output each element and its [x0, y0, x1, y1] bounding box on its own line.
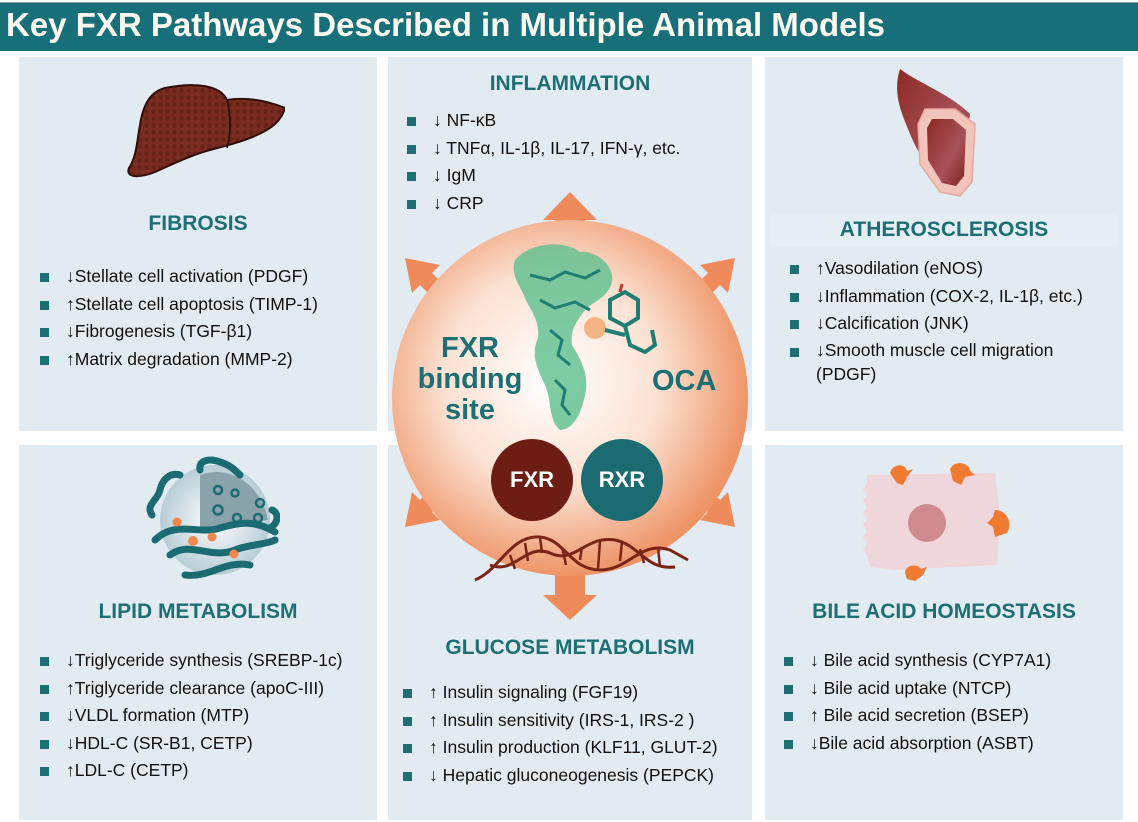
- list-item: ↓ Bile acid synthesis (CYP7A1): [784, 647, 1051, 675]
- inflammation-list: ↓ NF-κB ↓ TNFα, IL-1β, IL-17, IFN-γ, etc…: [407, 107, 680, 217]
- atherosclerosis-list: ↑Vasodilation (eNOS) ↓Inflammation (COX-…: [790, 255, 1115, 386]
- list-item: ↓Bile acid absorption (ASBT): [784, 730, 1051, 758]
- list-item: ↑ Bile acid secretion (BSEP): [784, 702, 1051, 730]
- title-bar: Key FXR Pathways Described in Multiple A…: [0, 2, 1138, 51]
- arrow-down-icon: [543, 575, 597, 620]
- protein-structure-icon: [513, 244, 658, 430]
- list-item: ↓Inflammation (COX-2, IL-1β, etc.): [790, 283, 1115, 311]
- list-item: ↓ Bile acid uptake (NTCP): [784, 675, 1051, 703]
- list-item: ↓Fibrogenesis (TGF-β1): [40, 318, 318, 346]
- list-item: ↑ Insulin sensitivity (IRS-1, IRS-2 ): [403, 707, 718, 735]
- inflammation-heading: INFLAMMATION: [489, 72, 651, 95]
- atherosclerosis-heading: ATHEROSCLEROSIS: [839, 218, 1049, 241]
- list-item: ↑Triglyceride clearance (apoC-III): [40, 675, 343, 703]
- list-item: ↓ NF-κB: [407, 107, 680, 135]
- bile-list: ↓ Bile acid synthesis (CYP7A1) ↓ Bile ac…: [784, 647, 1051, 757]
- fxr-circle: FXR: [491, 439, 573, 521]
- list-item: ↑ Insulin production (KLF11, GLUT-2): [403, 734, 718, 762]
- list-item: ↑Matrix degradation (MMP-2): [40, 346, 318, 374]
- dna-helix-icon: [474, 535, 689, 582]
- fxr-binding-site-label: FXR binding site: [405, 333, 535, 426]
- list-item: ↓ TNFα, IL-1β, IL-17, IFN-γ, etc.: [407, 135, 680, 163]
- list-item: ↓Triglyceride synthesis (SREBP-1c): [40, 647, 343, 675]
- glucose-heading: GLUCOSE METABOLISM: [445, 636, 695, 659]
- artery-icon: [897, 69, 976, 197]
- lipoprotein-icon: [146, 456, 280, 579]
- list-item: ↑LDL-C (CETP): [40, 757, 343, 785]
- page-title: Key FXR Pathways Described in Multiple A…: [6, 6, 885, 43]
- label-line: site: [445, 394, 495, 426]
- liver-icon: [127, 84, 285, 178]
- list-item: ↑Stellate cell apoptosis (TIMP-1): [40, 291, 318, 319]
- list-item: ↓VLDL formation (MTP): [40, 702, 343, 730]
- label-line: binding: [417, 363, 523, 395]
- label-line: FXR: [441, 332, 499, 364]
- fibrosis-heading: FIBROSIS: [148, 212, 248, 235]
- list-item: ↓Stellate cell activation (PDGF): [40, 263, 318, 291]
- list-item: ↑Vasodilation (eNOS): [790, 255, 1115, 283]
- atherosclerosis-heading-bg: [770, 213, 1118, 247]
- hepatocyte-icon: [863, 463, 1010, 581]
- lipid-heading: LIPID METABOLISM: [98, 600, 298, 623]
- list-item: ↑ Insulin signaling (FGF19): [403, 679, 718, 707]
- list-item: ↓ Hepatic gluconeogenesis (PEPCK): [403, 762, 718, 790]
- glucose-list: ↑ Insulin signaling (FGF19) ↑ Insulin se…: [403, 679, 718, 789]
- rxr-circle: RXR: [581, 439, 663, 521]
- list-item: ↓HDL-C (SR-B1, CETP): [40, 730, 343, 758]
- list-item: ↓ CRP: [407, 190, 680, 218]
- lipid-list: ↓Triglyceride synthesis (SREBP-1c) ↑Trig…: [40, 647, 343, 785]
- list-item: ↓Smooth muscle cell migration (PDGF): [790, 338, 1086, 386]
- bile-heading: BILE ACID HOMEOSTASIS: [812, 600, 1076, 623]
- list-item: ↓Calcification (JNK): [790, 310, 1115, 338]
- fibrosis-list: ↓Stellate cell activation (PDGF) ↑Stella…: [40, 263, 318, 373]
- list-item: ↓ IgM: [407, 162, 680, 190]
- oca-label: OCA: [652, 365, 717, 397]
